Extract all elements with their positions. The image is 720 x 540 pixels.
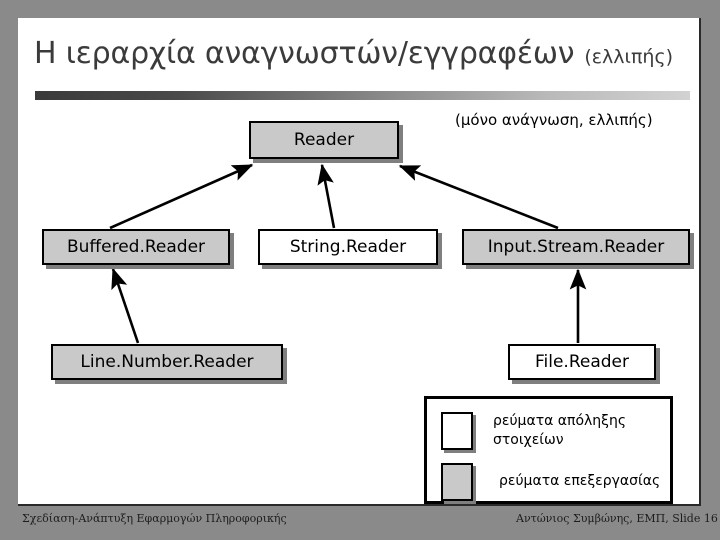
node-reader[interactable]: Reader	[249, 121, 399, 159]
page-title-main: Η ιεραρχία αναγνωστών/εγγραφέων	[34, 36, 575, 71]
page-title-suffix: (ελλιπής)	[584, 46, 674, 68]
legend-label-sink-streams: ρεύματα απόληξης στοιχείων	[493, 413, 627, 448]
node-line-number-reader[interactable]: Line.Number.Reader	[51, 344, 283, 380]
node-input-stream-reader[interactable]: Input.Stream.Reader	[462, 229, 690, 265]
legend-item-sink-streams: ρεύματα απόληξης στοιχείων	[441, 412, 663, 450]
node-buffered-reader[interactable]: Buffered.Reader	[42, 229, 230, 265]
legend-swatch-gray-icon	[441, 463, 473, 501]
footer-author-slide: Αντώνιος Συμβώνης, ΕΜΠ, Slide 16	[516, 512, 718, 525]
title-divider-rule	[35, 91, 690, 100]
legend-item-processing-streams: ρεύματα επεξεργασίας	[441, 463, 660, 501]
page-title: Η ιεραρχία αναγνωστών/εγγραφέων (ελλιπής…	[34, 36, 694, 80]
legend-label-processing-streams: ρεύματα επεξεργασίας	[499, 473, 661, 489]
node-file-reader[interactable]: File.Reader	[508, 344, 656, 380]
read-only-note: (μόνο ανάγνωση, ελλιπής)	[455, 111, 653, 129]
node-string-reader[interactable]: String.Reader	[258, 229, 438, 265]
legend-box: ρεύματα απόληξης στοιχείων ρεύματα επεξε…	[424, 396, 673, 504]
footer-course-name: Σχεδίαση-Ανάπτυξη Εφαρμογών Πληροφορικής	[22, 512, 287, 525]
legend-swatch-white-icon	[441, 412, 473, 450]
